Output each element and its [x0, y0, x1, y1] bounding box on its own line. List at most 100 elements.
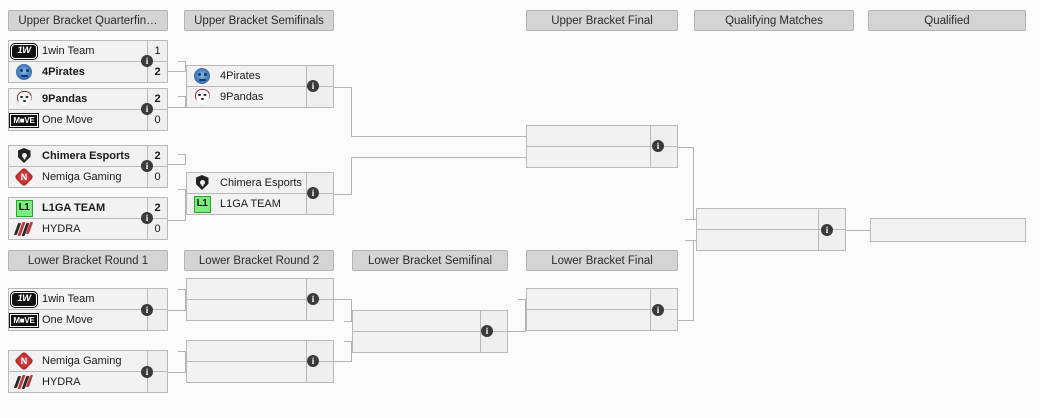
match-info-icon[interactable]: i [821, 224, 833, 236]
match-opponent-top[interactable]: 9Pandas 2 [9, 89, 167, 110]
l1ga-logo: L1 [15, 199, 33, 217]
team-logo-cell [697, 209, 727, 229]
match-lb-final[interactable] [526, 288, 678, 331]
match-opponent-top[interactable]: Nemiga Gaming [9, 351, 167, 372]
match-info-icon[interactable]: i [141, 212, 153, 224]
team-logo-cell [9, 62, 39, 82]
team-name: 1win Team [42, 45, 95, 57]
match-opponent-top[interactable]: 1W 1win Team [9, 289, 167, 310]
team-logo-cell [187, 173, 217, 193]
connector-lbr2m2-rise [351, 341, 352, 362]
match-opponent-bottom[interactable]: Nemiga Gaming 0 [9, 167, 167, 187]
match-opponent-top[interactable] [353, 311, 507, 332]
qualified-slot[interactable] [870, 218, 1026, 242]
match-opponent-bottom[interactable] [187, 362, 333, 382]
match-lb-r2-2[interactable] [186, 340, 334, 383]
connector-ubsf1-drop [351, 87, 352, 136]
match-info-icon[interactable]: i [141, 304, 153, 316]
team-score [147, 351, 167, 371]
team-logo-cell [187, 362, 217, 382]
connector-ubf-to-qm [685, 219, 696, 220]
match-opponent-bottom[interactable]: 9Pandas [187, 87, 333, 107]
connector-ubqf1-in [178, 61, 186, 62]
team-score [650, 147, 677, 167]
match-lb-r2-1[interactable] [186, 278, 334, 321]
match-opponent-bottom[interactable]: L1 L1GA TEAM [187, 194, 333, 214]
match-ub-sf-1[interactable]: 4Pirates 9Pandas [186, 65, 334, 108]
match-lb-r1-2[interactable]: Nemiga Gaming HYDRA [8, 350, 168, 393]
round-header-lower-final: Lower Bracket Final [526, 250, 678, 271]
team-score: 2 [147, 198, 167, 218]
team-logo-cell [527, 289, 557, 309]
round-header-qualifying-matches: Qualifying Matches [694, 10, 854, 31]
match-info-icon[interactable]: i [652, 140, 664, 152]
team-logo-cell [187, 87, 217, 107]
team-logo-cell [187, 279, 217, 299]
team-score [306, 194, 333, 214]
team-name: 9Pandas [42, 93, 88, 105]
team-logo-cell [9, 372, 39, 392]
match-opponent-top[interactable]: L1 L1GA TEAM 2 [9, 198, 167, 219]
match-info-icon[interactable]: i [307, 80, 319, 92]
team-score [306, 300, 333, 320]
team-score [147, 372, 167, 392]
round-header-lower-semifinal: Lower Bracket Semifinal [352, 250, 508, 271]
match-info-icon[interactable]: i [141, 55, 153, 67]
round-header-upper-final: Upper Bracket Final [526, 10, 678, 31]
match-info-icon[interactable]: i [307, 187, 319, 199]
match-info-icon[interactable]: i [307, 355, 319, 367]
9pandas-logo [194, 88, 210, 106]
connector-ubqf2-in [178, 96, 186, 97]
team-score: 2 [147, 62, 167, 82]
match-opponent-bottom[interactable]: 4Pirates 2 [9, 62, 167, 82]
match-opponent-bottom[interactable] [527, 147, 677, 167]
match-opponent-top[interactable]: Chimera Esports 2 [9, 146, 167, 167]
team-name: HYDRA [42, 376, 81, 388]
round-header-qualified: Qualified [868, 10, 1026, 31]
match-opponent-top[interactable] [697, 209, 845, 230]
team-logo-cell [527, 126, 557, 146]
team-name: L1GA TEAM [42, 202, 106, 214]
match-opponent-bottom[interactable] [353, 332, 507, 352]
match-opponent-bottom[interactable] [187, 300, 333, 320]
connector-lbr2m1-out [334, 299, 352, 300]
team-score [306, 362, 333, 382]
onemove-logo: M■VE [10, 113, 38, 127]
chimera-logo [16, 147, 32, 165]
match-info-icon[interactable]: i [652, 304, 664, 316]
match-ub-qf-3[interactable]: Chimera Esports 2 Nemiga Gaming 0 [8, 145, 168, 188]
match-info-icon[interactable]: i [307, 293, 319, 305]
hydra-logo [13, 374, 34, 390]
match-opponent-bottom[interactable]: HYDRA 0 [9, 219, 167, 239]
match-lb-r1-1[interactable]: 1W 1win Team M■VE One Move [8, 288, 168, 331]
connector-lbr1m2-in [178, 351, 186, 352]
team-score [147, 289, 167, 309]
match-info-icon[interactable]: i [141, 160, 153, 172]
connector-lbr1m1-in [178, 289, 186, 290]
connector-ubqf3-drop [185, 154, 186, 165]
round-header-upper-quarterfinals: Upper Bracket Quarterfin… [8, 10, 168, 31]
match-opponent-bottom[interactable]: M■VE One Move [9, 310, 167, 330]
team-score: 2 [147, 89, 167, 109]
match-info-icon[interactable]: i [141, 366, 153, 378]
connector-lbr2m1-in [344, 321, 353, 322]
team-score: 1 [147, 41, 167, 61]
match-qualifying[interactable] [696, 208, 846, 251]
match-info-icon[interactable]: i [481, 325, 493, 337]
team-logo-cell [9, 167, 39, 187]
match-info-icon[interactable]: i [141, 103, 153, 115]
team-logo-cell [9, 351, 39, 371]
4pirates-logo [194, 68, 210, 84]
match-lb-semifinal[interactable] [352, 310, 508, 353]
connector-ubqf3-in [178, 154, 186, 155]
match-ub-qf-1[interactable]: 1W 1win Team 1 4Pirates 2 [8, 40, 168, 83]
match-opponent-bottom[interactable]: HYDRA [9, 372, 167, 392]
team-name: L1GA TEAM [220, 198, 281, 210]
team-logo-cell [187, 300, 217, 320]
team-logo-cell [697, 230, 727, 250]
team-logo-cell: 1W [9, 289, 39, 309]
match-ub-qf-2[interactable]: 9Pandas 2 M■VE One Move 0 [8, 88, 168, 131]
match-opponent-bottom[interactable]: M■VE One Move 0 [9, 110, 167, 130]
match-opponent-top[interactable]: 1W 1win Team 1 [9, 41, 167, 62]
connector-qm-to-qualified [846, 230, 870, 231]
